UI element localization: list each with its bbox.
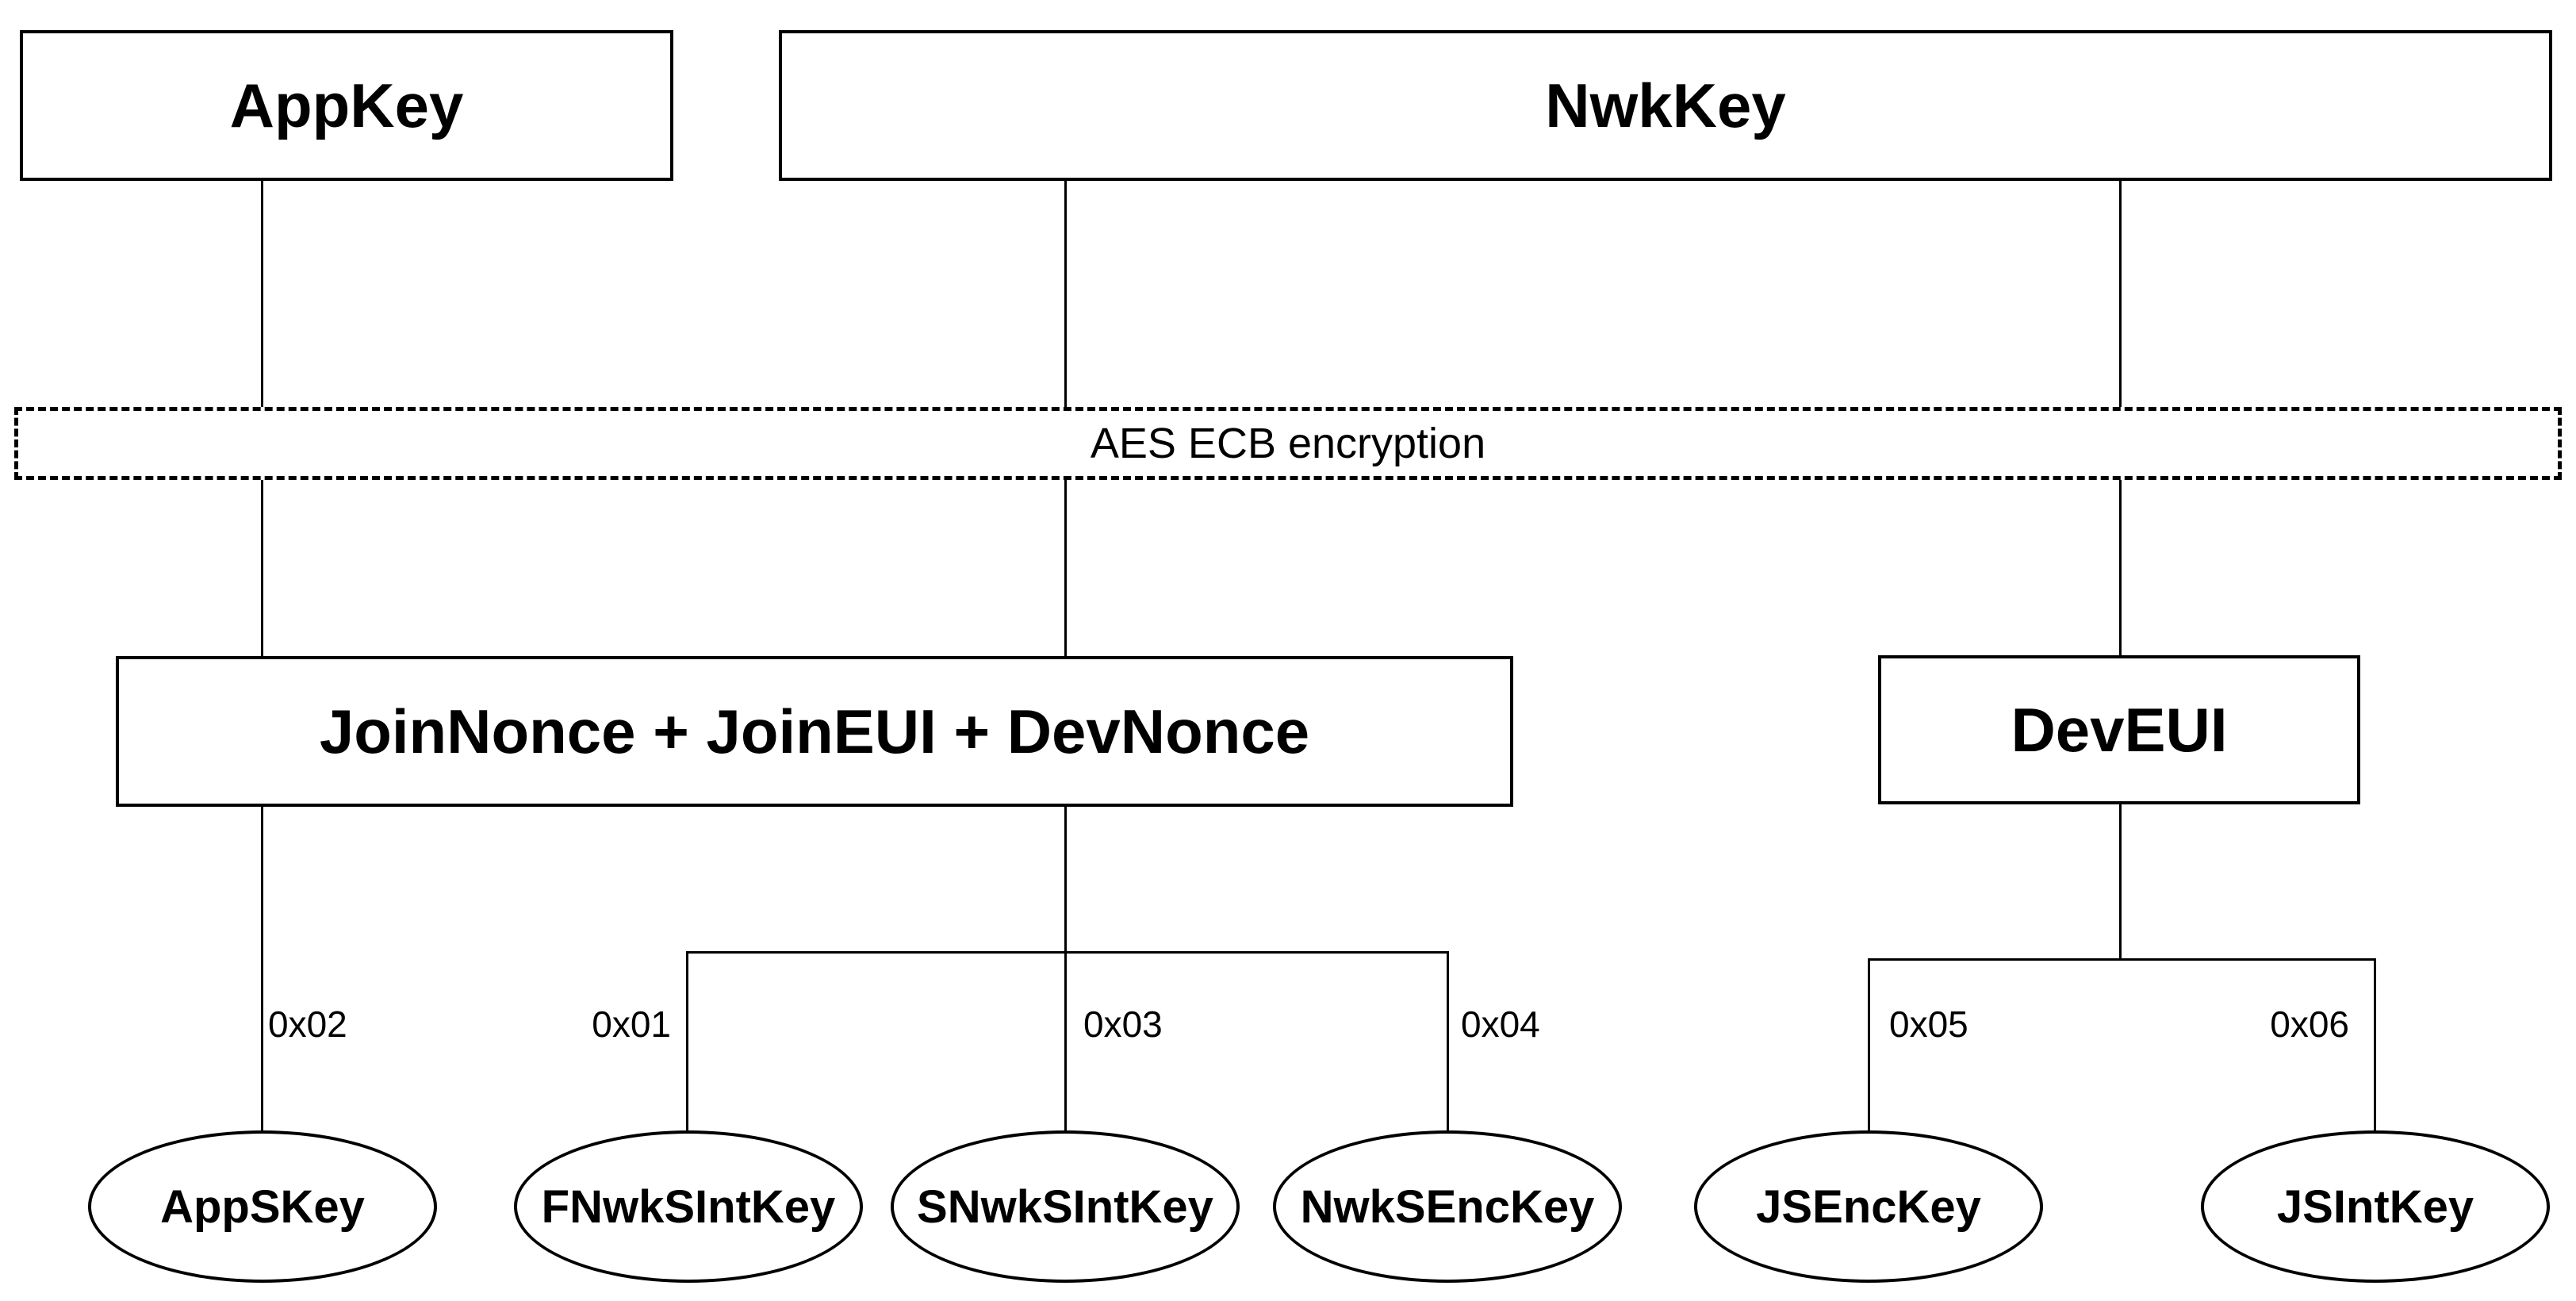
aes-ecb-encryption-label: AES ECB encryption bbox=[1090, 420, 1486, 467]
session-key-label-nwksenckey: NwkSEncKey bbox=[1300, 1180, 1595, 1233]
input-box-deveui: DevEUI bbox=[1878, 655, 2360, 804]
input-label-deveui: DevEUI bbox=[2011, 694, 2228, 765]
root-key-box-appkey: AppKey bbox=[20, 30, 673, 181]
connector-branch-to-jsintkey bbox=[2374, 958, 2376, 1130]
session-key-snwksintkey: SNwkSIntKey bbox=[891, 1130, 1240, 1283]
session-key-label-snwksintkey: SNwkSIntKey bbox=[917, 1180, 1213, 1233]
connector-branch-to-fnwksintkey bbox=[686, 951, 688, 1130]
session-key-label-fnwksintkey: FNwkSIntKey bbox=[541, 1180, 836, 1233]
session-key-jsintkey: JSIntKey bbox=[2201, 1130, 2550, 1283]
input-box-joinnonce-joineui-devnonce: JoinNonce + JoinEUI + DevNonce bbox=[116, 656, 1513, 807]
aes-ecb-encryption-band: AES ECB encryption bbox=[14, 407, 2562, 480]
session-key-label-jsintkey: JSIntKey bbox=[2276, 1180, 2474, 1233]
derivation-constant-0x04: 0x04 bbox=[1461, 1004, 1540, 1045]
derivation-constant-0x05: 0x05 bbox=[1889, 1004, 1968, 1045]
derivation-constant-0x06: 0x06 bbox=[2270, 1004, 2349, 1045]
session-key-label-jsenckey: JSEncKey bbox=[1756, 1180, 1981, 1233]
branch-bar-deveui bbox=[1868, 958, 2376, 961]
branch-bar-joinnonce bbox=[686, 951, 1449, 954]
input-label-joinnonce-joineui-devnonce: JoinNonce + JoinEUI + DevNonce bbox=[319, 696, 1310, 766]
root-key-label-nwkkey: NwkKey bbox=[1545, 70, 1786, 140]
session-key-appskey: AppSKey bbox=[88, 1130, 437, 1283]
root-key-box-nwkkey: NwkKey bbox=[779, 30, 2552, 181]
connector-nwkkey-to-deveui-branch bbox=[2119, 181, 2122, 960]
session-key-jsenckey: JSEncKey bbox=[1694, 1130, 2043, 1283]
session-key-fnwksintkey: FNwkSIntKey bbox=[514, 1130, 863, 1283]
connector-branch-to-jsenckey bbox=[1868, 958, 1870, 1130]
session-key-label-appskey: AppSKey bbox=[160, 1180, 365, 1233]
session-key-nwksenckey: NwkSEncKey bbox=[1273, 1130, 1622, 1283]
connector-appkey-to-appskey bbox=[261, 181, 263, 1130]
derivation-constant-0x03: 0x03 bbox=[1083, 1004, 1163, 1045]
connector-nwkkey-to-snwksintkey bbox=[1064, 181, 1067, 1130]
root-key-label-appkey: AppKey bbox=[229, 70, 464, 140]
derivation-constant-0x01: 0x01 bbox=[592, 1004, 671, 1045]
derivation-constant-0x02: 0x02 bbox=[268, 1004, 347, 1045]
connector-branch-to-nwksenckey bbox=[1447, 951, 1449, 1130]
